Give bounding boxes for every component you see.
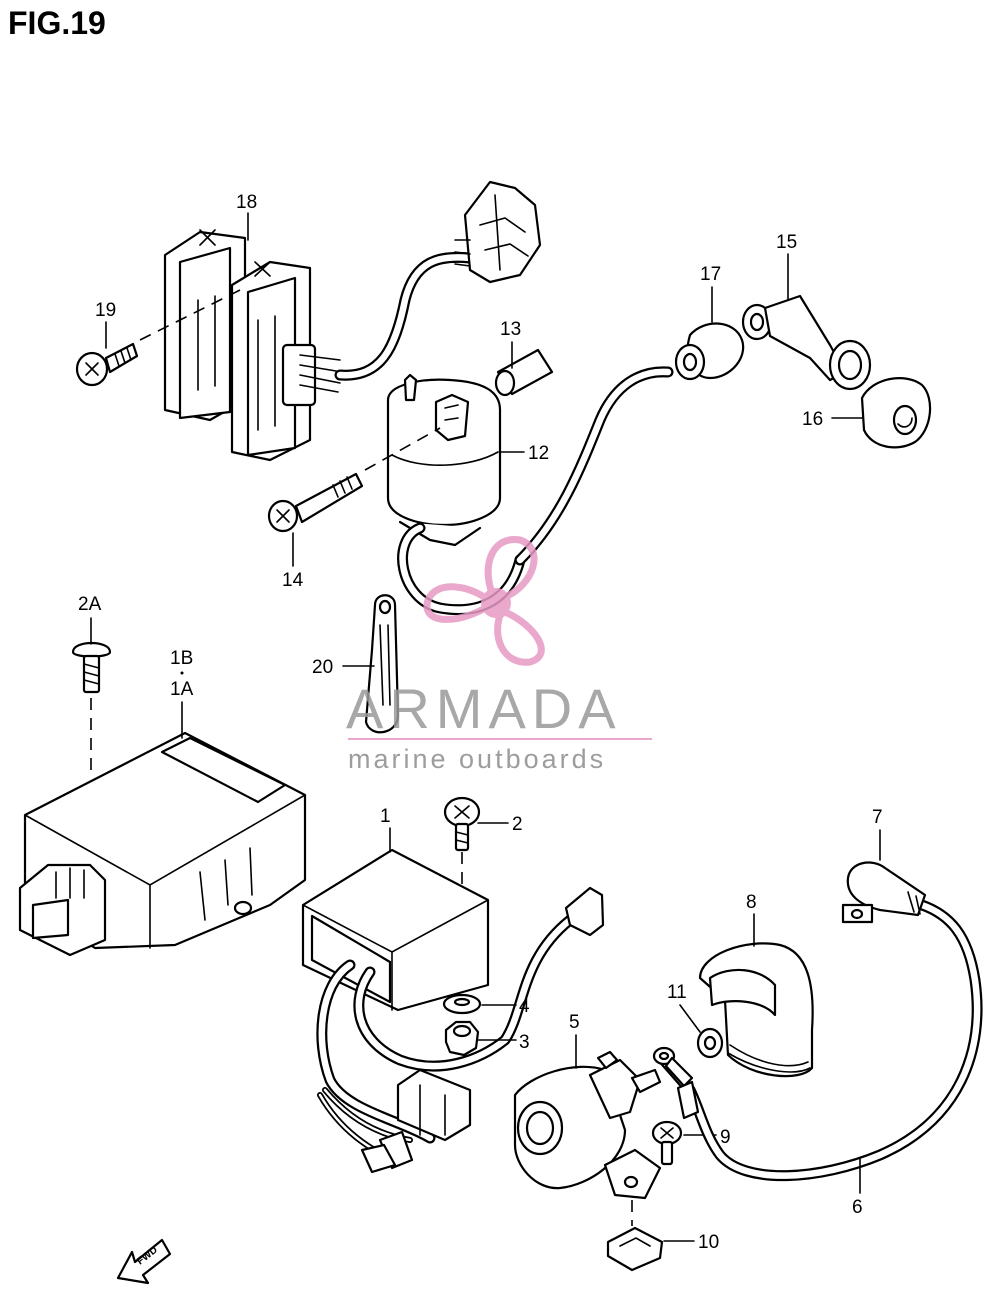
part-14-bolt (267, 472, 364, 533)
label-13: 13 (500, 319, 521, 340)
part-8-relay-cover (698, 942, 814, 1078)
label-9: 9 (720, 1127, 731, 1148)
part-4-washer (442, 993, 482, 1015)
part-3-nut (444, 1020, 480, 1057)
part-13-collar (494, 348, 554, 397)
label-4: 4 (519, 996, 530, 1017)
part-7-terminal-boot (841, 861, 927, 924)
label-17: 17 (700, 264, 721, 285)
figure-title: FIG.19 (8, 5, 106, 41)
part-16-cover (860, 377, 932, 449)
label-3: 3 (519, 1032, 530, 1053)
label-5: 5 (569, 1012, 580, 1033)
label-1b: 1B (170, 648, 193, 669)
label-6: 6 (852, 1197, 863, 1218)
label-10: 10 (698, 1232, 719, 1253)
part-18-regulator (163, 229, 343, 462)
label-14: 14 (282, 570, 304, 591)
label-15: 15 (776, 232, 797, 253)
part-5-starter-relay (513, 1050, 662, 1200)
label-2a: 2A (78, 594, 102, 615)
part-19-bolt (75, 342, 139, 387)
watermark-tagline: marine outboards (348, 744, 606, 774)
propeller-logo-icon (423, 536, 545, 666)
part-17-grommet (674, 322, 745, 381)
label-12: 12 (528, 443, 549, 464)
part-11-grommet (696, 1027, 724, 1059)
part-6-ring-terminal (652, 1046, 700, 1120)
label-11: 11 (667, 982, 687, 1003)
part-9-screw (651, 1120, 683, 1166)
part-20-clamp (364, 594, 400, 734)
part-1a-cdi-unit (18, 731, 307, 957)
label-19: 19 (95, 300, 116, 321)
watermark-brand: ARMADA (346, 677, 622, 740)
part-12-ignition-coil (386, 373, 502, 547)
label-2: 2 (512, 814, 523, 835)
watermark: ARMADA marine outboards (346, 536, 652, 774)
label-1: 1 (380, 806, 391, 827)
label-1a: 1A (170, 679, 194, 700)
label-16: 16 (802, 409, 823, 430)
fwd-arrow-icon: FWD (116, 1238, 172, 1285)
label-18: 18 (236, 192, 257, 213)
part-18-harness (334, 180, 542, 381)
label-8: 8 (746, 892, 757, 913)
part-15-plug-cap (741, 294, 872, 391)
label-20: 20 (312, 657, 333, 678)
label-7: 7 (872, 807, 883, 828)
part-2a-screw (71, 641, 112, 694)
part-10-clip (606, 1226, 664, 1272)
part-2-screw (443, 796, 481, 852)
